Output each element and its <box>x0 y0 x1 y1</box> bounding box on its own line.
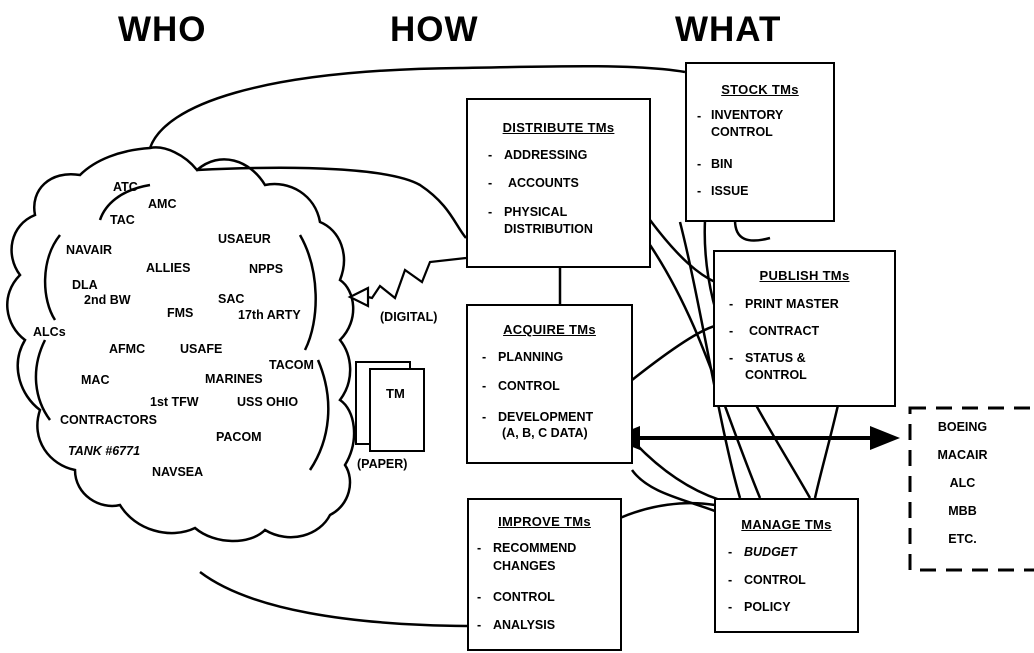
external-item: ETC. <box>948 532 977 546</box>
external-item: BOEING <box>937 420 988 434</box>
org-label: NAVSEA <box>152 465 204 479</box>
stock-tms-title: STOCK TMs <box>721 82 799 97</box>
who-header: WHO <box>118 10 207 49</box>
improve-item: RECOMMEND <box>493 541 577 555</box>
acquire-item: CONTROL <box>498 379 560 393</box>
distribute-tms-title: DISTRIBUTE TMs <box>502 120 615 135</box>
connector-improve-manage <box>619 501 716 520</box>
external-box-border <box>908 406 1034 572</box>
double-arrow-right-head <box>870 426 900 450</box>
org-label: TACOM <box>269 358 314 372</box>
digital-label: (DIGITAL) <box>380 310 438 324</box>
publish-item: CONTROL <box>745 368 807 382</box>
tm-label: TM <box>386 386 405 401</box>
acquire-tms-title: ACQUIRE TMs <box>503 322 596 337</box>
publish-item: CONTRACT <box>749 324 820 338</box>
connector-lines <box>148 64 840 628</box>
publish-tms-title: PUBLISH TMs <box>759 268 850 283</box>
org-label: FMS <box>167 306 194 320</box>
connector-distribute-publish-1 <box>649 219 716 284</box>
manage-tms-title: MANAGE TMs <box>741 517 832 532</box>
distribute-tms-box: DISTRIBUTE TMs - ADDRESSING - ACCOUNTS -… <box>466 98 651 268</box>
cloud-inner-arc-3 <box>298 234 317 351</box>
distribute-item: ADDRESSING <box>504 148 588 162</box>
org-label: TAC <box>110 213 135 227</box>
digital-arrow <box>347 256 467 308</box>
stock-item: CONTROL <box>711 125 773 139</box>
org-label: NPPS <box>249 262 284 276</box>
org-label: ATC <box>113 180 138 194</box>
improve-tms-box: IMPROVE TMs - RECOMMEND CHANGES - CONTRO… <box>467 498 622 651</box>
improve-item: CONTROL <box>493 590 555 604</box>
connector-acquire-publish <box>631 324 716 381</box>
manage-item: CONTROL <box>744 573 806 587</box>
stock-tms-box: STOCK TMs - INVENTORY CONTROL - BIN - IS… <box>685 62 835 222</box>
publish-item: STATUS & <box>745 351 806 365</box>
manage-tms-box: MANAGE TMs - BUDGET - CONTROL - POLICY <box>714 498 859 633</box>
distribute-item: ACCOUNTS <box>508 176 579 190</box>
digital-zigzag-line <box>367 256 467 300</box>
stock-item: ISSUE <box>711 184 749 198</box>
org-label: DLA <box>72 278 98 292</box>
org-label: TANK #6771 <box>68 444 141 458</box>
tm-document <box>355 361 425 452</box>
connector-cloud-distribute <box>196 166 467 239</box>
org-label: NAVAIR <box>66 243 113 257</box>
org-label: 2nd BW <box>84 293 131 307</box>
cloud-inner-arc-1 <box>43 234 61 321</box>
manage-item: POLICY <box>744 600 791 614</box>
connector-cloud-stock <box>148 64 686 149</box>
org-label: MAC <box>81 373 110 387</box>
what-header: WHAT <box>675 10 782 49</box>
paper-label: (PAPER) <box>357 457 408 471</box>
org-label: ALCs <box>33 325 66 339</box>
publish-item: PRINT MASTER <box>745 297 839 311</box>
manage-item: BUDGET <box>744 545 797 559</box>
publish-tms-box: PUBLISH TMs - PRINT MASTER - CONTRACT - … <box>713 250 896 407</box>
external-box: BOEING MACAIR ALC MBB ETC. <box>910 408 1015 570</box>
double-arrow <box>610 426 900 450</box>
tm-document-front <box>369 368 425 452</box>
org-label: SAC <box>218 292 245 306</box>
org-label: CONTRACTORS <box>60 413 157 427</box>
connector-stock-publish <box>733 219 771 242</box>
stock-item: BIN <box>711 157 733 171</box>
connector-acquire-manage-2 <box>630 469 726 517</box>
connector-cloud-improve <box>199 571 468 628</box>
distribute-item: PHYSICAL <box>504 205 568 219</box>
acquire-item: PLANNING <box>498 350 564 364</box>
acquire-tms-box: ACQUIRE TMs - PLANNING - CONTROL - DEVEL… <box>466 304 633 464</box>
org-label: AMC <box>148 197 177 211</box>
org-label: ALLIES <box>146 261 191 275</box>
acquire-item: (A, B, C DATA) <box>502 426 588 440</box>
stock-item: INVENTORY <box>711 108 784 122</box>
org-label: PACOM <box>216 430 262 444</box>
org-label: 17th ARTY <box>238 308 301 322</box>
external-item: ALC <box>949 476 976 490</box>
cloud-inner-arc-5 <box>98 183 151 221</box>
org-label: USAFE <box>180 342 223 356</box>
cloud-inner-arc-2 <box>34 339 52 421</box>
org-label: AFMC <box>109 342 146 356</box>
how-header: HOW <box>390 10 479 49</box>
who-cloud <box>6 146 356 543</box>
digital-arrowhead <box>347 286 370 308</box>
improve-tms-title: IMPROVE TMs <box>498 514 591 529</box>
external-item: MACAIR <box>937 448 988 462</box>
external-item: MBB <box>948 504 977 518</box>
distribute-item: DISTRIBUTION <box>504 222 593 236</box>
connector-acquire-manage-1 <box>631 439 721 502</box>
org-label: MARINES <box>205 372 263 386</box>
improve-item: ANALYSIS <box>493 618 556 632</box>
improve-item: CHANGES <box>493 559 556 573</box>
cloud-outline <box>6 146 356 543</box>
org-label: USAEUR <box>218 232 271 246</box>
connector-distribute-manage-2 <box>678 221 742 499</box>
cloud-inner-arc-4 <box>308 359 330 471</box>
acquire-item: DEVELOPMENT <box>498 410 594 424</box>
connector-publish-manage <box>813 404 840 499</box>
org-label: 1st TFW <box>150 395 199 409</box>
org-label: USS OHIO <box>237 395 299 409</box>
